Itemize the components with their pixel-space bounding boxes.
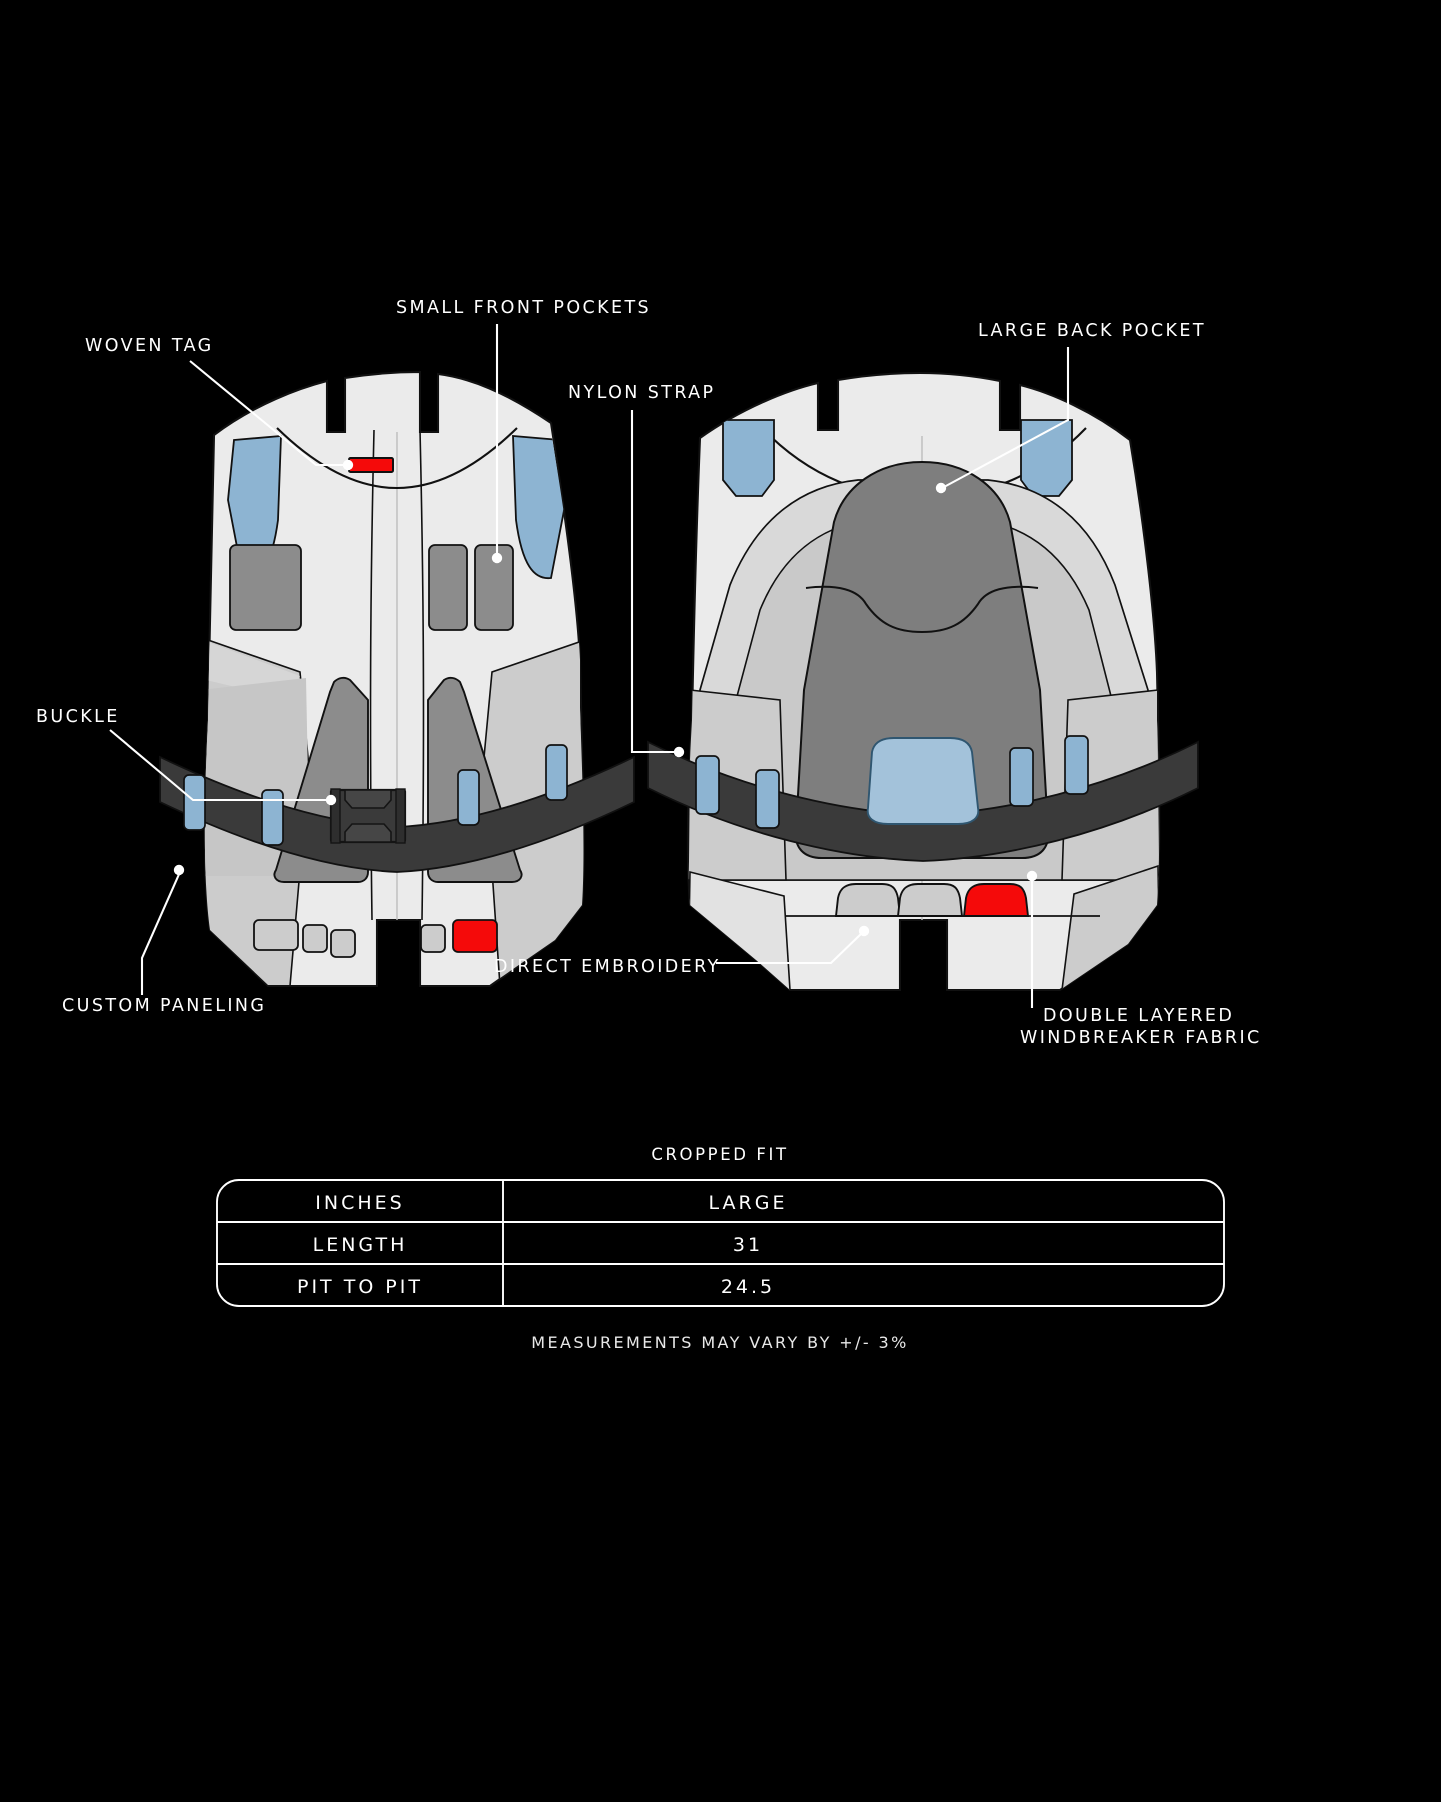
front-strap-keeper-1 [183, 774, 206, 831]
leader-direct-embroidery [716, 932, 863, 965]
callout-buckle: BUCKLE [36, 707, 120, 727]
front-right-shoulder-accent [512, 435, 567, 579]
front-strap-keeper-3 [457, 769, 480, 826]
callout-labels: WOVEN TAG SMALL FRONT POCKETS NYLON STRA… [36, 298, 1262, 1048]
front-strap-keeper-2 [261, 789, 284, 846]
size-chart-row-pittopit-label: PIT TO PIT [297, 1276, 423, 1298]
back-hem-embroidery-tab [962, 883, 1030, 917]
dot-double-layered [1026, 870, 1038, 882]
dot-custom-paneling [173, 864, 185, 876]
back-hem-tab-1 [834, 883, 902, 917]
callout-leaders [109, 324, 1070, 1008]
size-chart-frame [216, 1179, 1225, 1307]
leader-large-back-pocket [943, 347, 1070, 488]
front-hem-block-r2 [420, 924, 446, 953]
dot-large-back-pocket [935, 482, 947, 494]
front-hem-block-l3 [330, 929, 356, 958]
back-strap-keeper-3 [1009, 747, 1034, 807]
vest-back-view [647, 371, 1199, 992]
leader-buckle [109, 729, 328, 802]
front-hem-block-l2 [302, 924, 328, 953]
callout-windbreaker-fabric: WINDBREAKER FABRIC [1020, 1028, 1262, 1048]
callout-small-front-pockets: SMALL FRONT POCKETS [396, 298, 651, 318]
callout-nylon-strap: NYLON STRAP [568, 383, 716, 403]
dot-woven-tag [342, 459, 354, 471]
vest-front-view [159, 370, 635, 988]
leader-custom-paneling [140, 871, 181, 995]
front-left-chest-pocket [229, 544, 302, 631]
buckle-top-jaw [344, 789, 392, 809]
front-strap-keeper-4 [545, 744, 568, 801]
buckle-bottom-jaw [344, 823, 392, 843]
back-center-strap-pad [866, 737, 980, 825]
back-pocket-opening-seam [805, 585, 1039, 634]
front-right-chest-pocket-inner [428, 544, 468, 631]
front-collar-seam [276, 427, 518, 490]
dot-buckle [325, 794, 337, 806]
front-buckle [329, 788, 407, 844]
size-chart-row-length-value: 31 [733, 1234, 763, 1256]
callout-direct-embroidery: DIRECT EMBROIDERY [494, 957, 721, 977]
leader-woven-tag [189, 360, 345, 467]
callout-woven-tag: WOVEN TAG [85, 336, 214, 356]
leader-nylon-strap [630, 410, 676, 754]
size-chart-header-size: LARGE [709, 1192, 788, 1214]
back-left-shoulder-accent [722, 419, 775, 497]
front-embroidery-patch [452, 919, 498, 953]
size-chart-footnote: MEASUREMENTS MAY VARY BY +/- 3% [531, 1333, 908, 1352]
dot-direct-embroidery [858, 925, 870, 937]
dot-nylon-strap [673, 746, 685, 758]
callout-double-layered: DOUBLE LAYERED [1043, 1006, 1234, 1026]
front-woven-tag [348, 457, 394, 473]
dot-small-front-pockets [491, 552, 503, 564]
size-chart-row-length-label: LENGTH [313, 1234, 408, 1256]
back-strap-keeper-4 [1064, 735, 1089, 795]
front-right-chest-pocket-outer [474, 544, 514, 631]
back-strap-keeper-1 [695, 755, 720, 815]
size-chart: CROPPED FIT INCHES LARGE LENGTH 31 PIT T… [216, 1145, 1225, 1352]
back-hem-tab-2 [896, 883, 964, 917]
buckle-right-wing [395, 788, 406, 844]
back-nylon-strap [647, 740, 1199, 862]
front-hem-block-l1 [253, 919, 299, 951]
size-chart-row-pittopit-value: 24.5 [721, 1276, 775, 1298]
size-chart-header-measure: INCHES [315, 1192, 404, 1214]
callout-large-back-pocket: LARGE BACK POCKET [978, 321, 1206, 341]
callout-custom-paneling: CUSTOM PANELING [62, 996, 266, 1016]
fit-label: CROPPED FIT [651, 1145, 788, 1164]
back-strap-keeper-2 [755, 769, 780, 829]
buckle-left-wing [330, 788, 341, 844]
